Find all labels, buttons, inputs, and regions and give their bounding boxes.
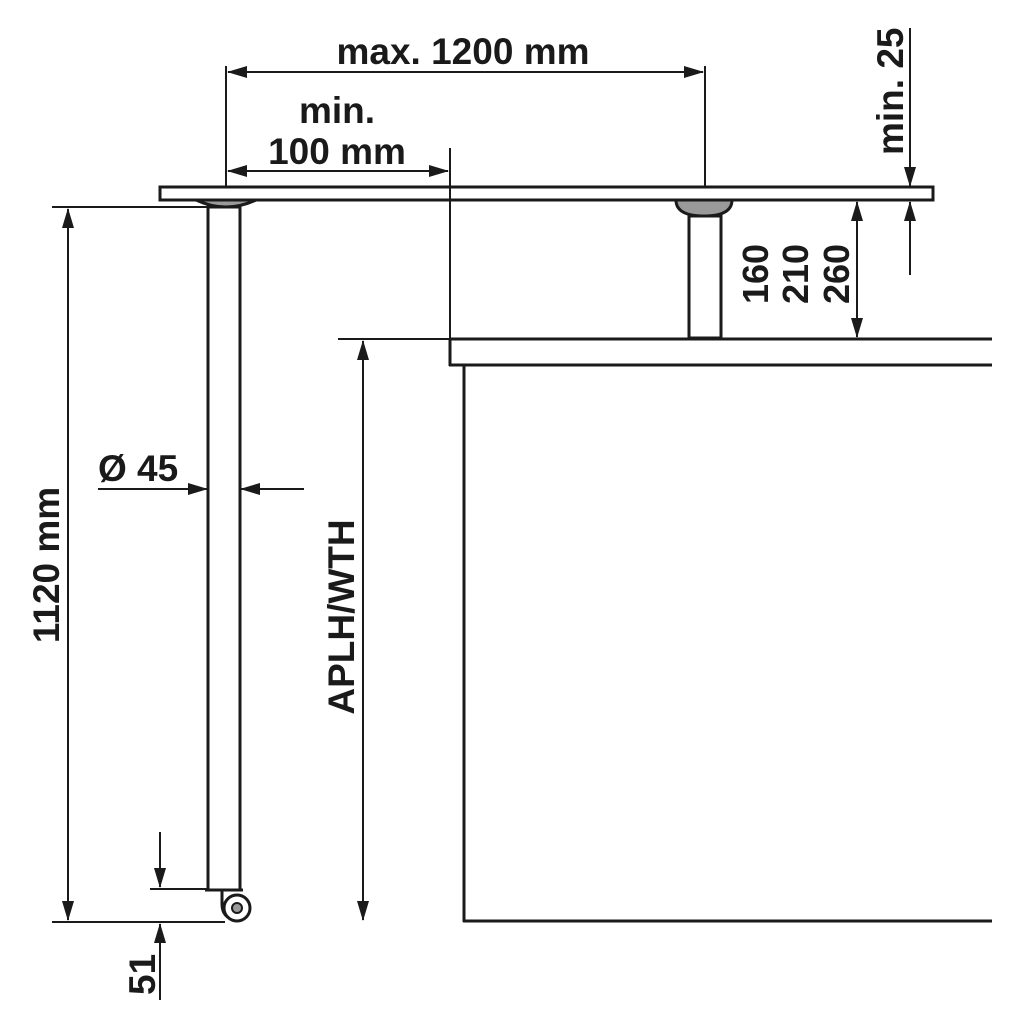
castor-hub xyxy=(231,902,243,914)
right-support-foot-plate xyxy=(674,198,734,218)
dim-height-option-3: 260 xyxy=(816,244,857,304)
dim-min-overhang-label-line2: 100 mm xyxy=(268,131,406,172)
dim-total-height-label: 1120 mm xyxy=(26,487,67,643)
dim-castor-height-label: 51 xyxy=(122,954,163,995)
dim-height-option-1: 160 xyxy=(735,244,776,304)
dim-max-span-label: max. 1200 mm xyxy=(336,31,589,72)
dim-min-gap-label: min. 25 xyxy=(870,28,911,156)
left-leg xyxy=(206,205,242,892)
dim-min-overhang-label-line1: min. xyxy=(299,90,375,131)
right-support-leg xyxy=(687,214,723,340)
dim-height-option-2: 210 xyxy=(775,244,816,304)
dim-worktop-height-label: APLH/WTH xyxy=(321,519,362,714)
bar-top-plate xyxy=(158,185,935,202)
dim-diameter-label: Ø 45 xyxy=(98,448,178,489)
